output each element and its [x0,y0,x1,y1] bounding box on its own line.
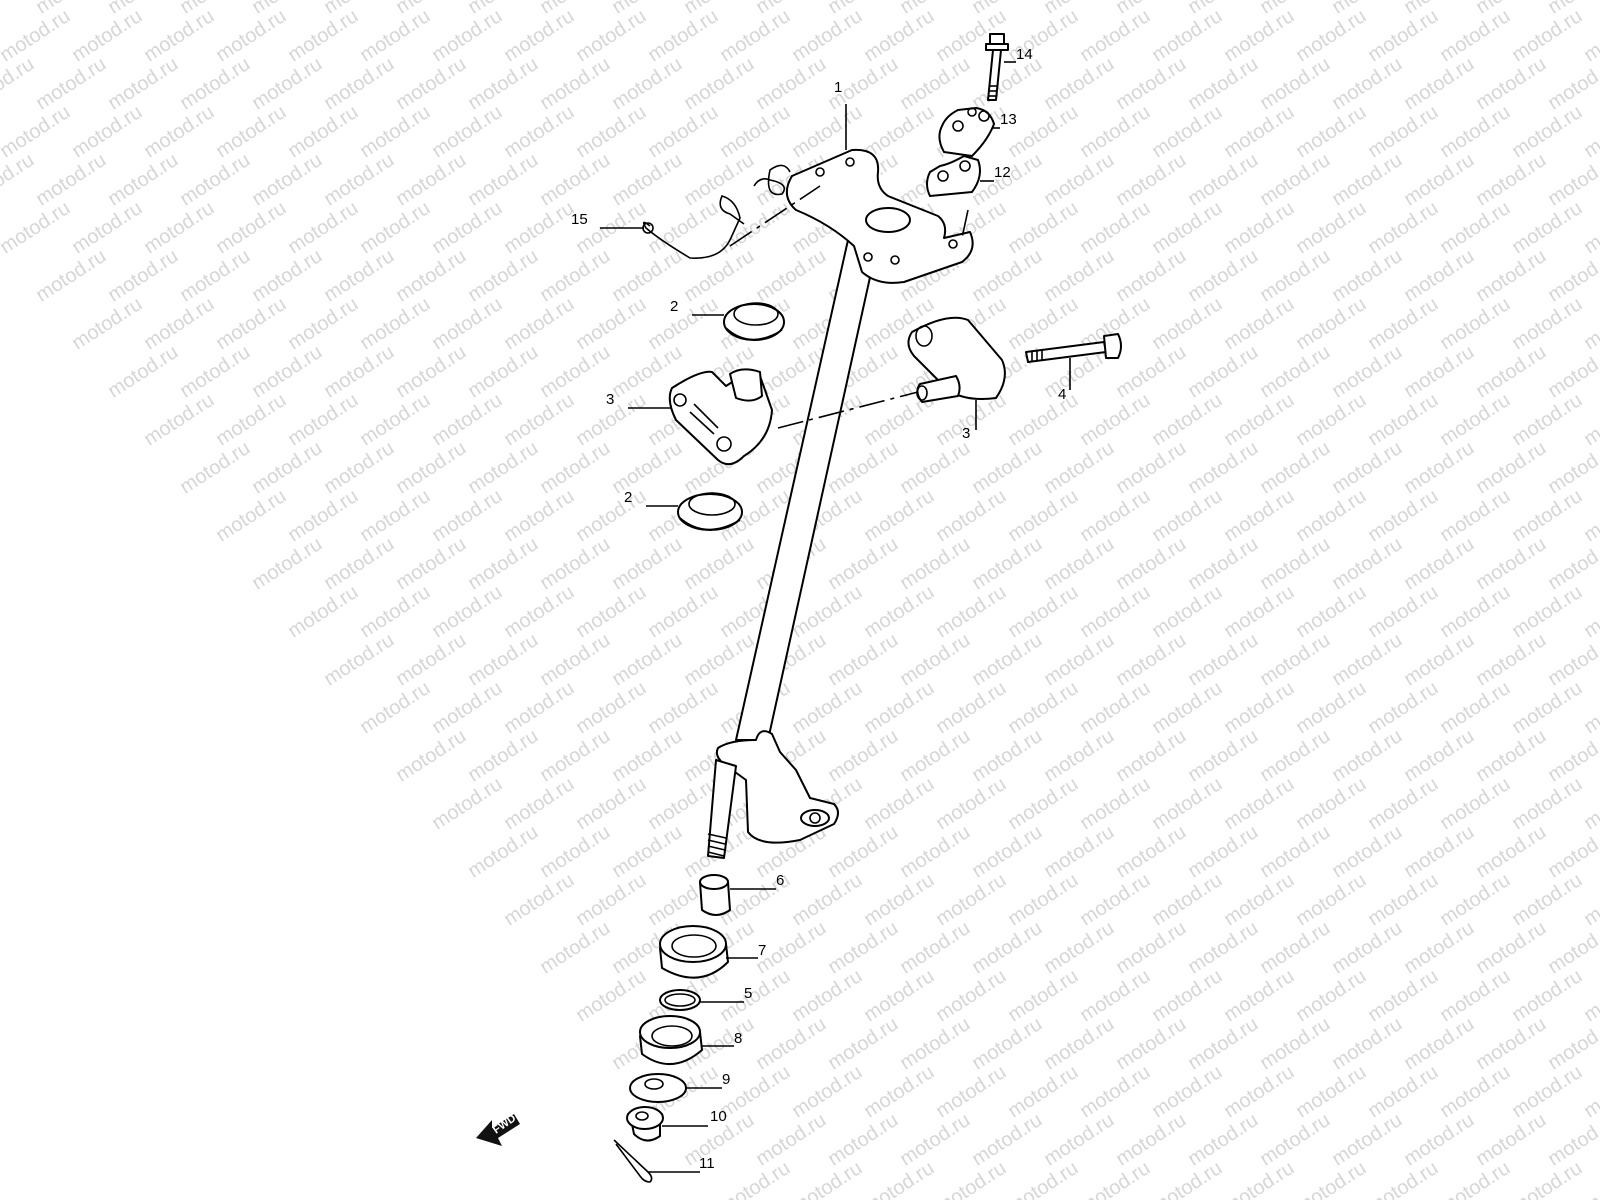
callout-2-upper: 2 [670,298,679,315]
oil-seal-upper [723,302,785,341]
bushing [699,874,731,916]
bearing-lower [639,1015,703,1066]
callout-3-left: 3 [606,391,615,408]
o-ring [659,989,701,1011]
holder-lower [926,155,981,197]
bolt-4 [1025,333,1122,363]
shaft-holder-left [668,368,773,466]
holder-upper [938,107,995,157]
washer [629,1073,687,1103]
callout-4: 4 [1058,386,1067,403]
cotter-pin [613,1139,653,1183]
callout-2-lower: 2 [624,489,633,506]
leader-lines [600,61,1071,1173]
castle-nut [626,1106,664,1142]
callout-7: 7 [758,942,767,959]
spring-clip [642,164,791,259]
bearing-upper [659,925,729,979]
fwd-arrow-icon: FWD [476,1112,520,1146]
shaft-holder-right [907,316,1006,403]
callout-8: 8 [734,1030,743,1047]
callout-13: 13 [1000,111,1017,128]
callout-12: 12 [994,164,1011,181]
callout-6: 6 [776,872,785,889]
steering-shaft [707,148,974,859]
bolt-14 [985,33,1009,101]
callout-10: 10 [710,1108,727,1125]
callout-14: 14 [1016,46,1033,63]
oil-seal-lower [677,492,743,531]
callout-1: 1 [834,79,843,96]
callout-9: 9 [722,1071,731,1088]
callout-11: 11 [699,1155,715,1172]
callout-3-right: 3 [962,425,971,442]
callout-15: 15 [571,211,588,228]
callout-5: 5 [744,985,753,1002]
